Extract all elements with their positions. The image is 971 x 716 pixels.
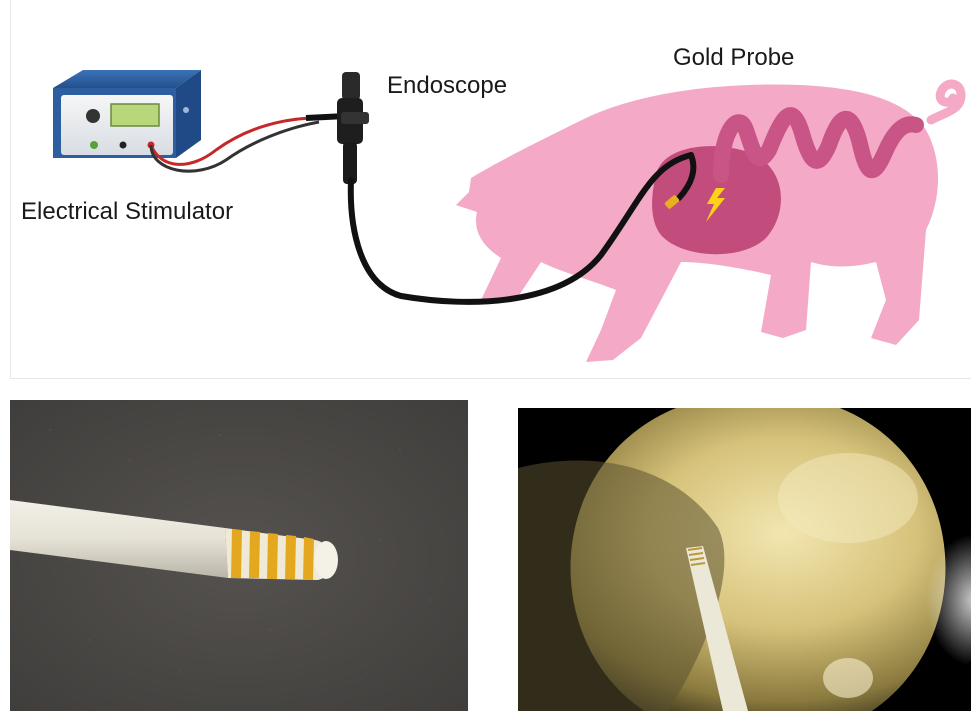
schematic-drawing <box>1 0 971 378</box>
pig-illustration <box>456 84 961 362</box>
endoscope-label: Endoscope <box>387 72 507 100</box>
electrical-stimulator-label: Electrical Stimulator <box>21 198 233 226</box>
setup-schematic: Electrical Stimulator Endoscope Gold Pro… <box>10 0 971 379</box>
endoscopic-view-photo <box>518 408 971 711</box>
gold-probe-photo <box>10 400 468 711</box>
gold-probe-label: Gold Probe <box>673 44 794 72</box>
electrical-stimulator-icon <box>53 70 201 158</box>
endoscope-icon <box>337 72 369 184</box>
